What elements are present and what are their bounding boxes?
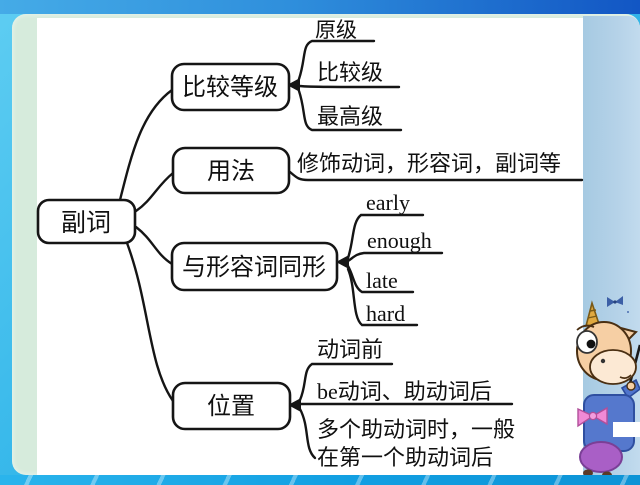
mascot-illustration [576,296,640,479]
node-comparison-box [170,62,291,112]
mascot-mouth [619,374,632,379]
mascot-pupil [586,339,596,349]
mascot-muzzle [589,349,637,385]
node-position-label: 位置 [207,393,255,420]
node-sameform-label: 与形容词同形 [182,254,326,281]
leaf-multi-aux-line2: 在第一个助动词后 [317,445,493,470]
connector-leaf-before-verb [298,362,394,402]
connector-root-sameform [134,225,174,266]
node-usage-label: 用法 [207,158,255,185]
leaf-after-be: be动词、助动词后 [317,379,492,404]
leaf-enough: enough [367,228,432,253]
mascot-bowtie [577,406,608,428]
connector-root-comparison [118,88,174,202]
connector-leaf-enough [346,251,444,263]
arrowhead-position-icon [288,398,301,412]
node-root-label: 副词 [61,210,111,237]
connector-root-position [125,241,175,403]
connector-leaf-usage [288,170,584,182]
connector-leaf-multi-aux [298,407,317,460]
connector-leaf-hard [346,267,419,327]
mascot-nostril [600,358,606,364]
connector-leaf-early [346,213,425,260]
connector-leaf-bijiaoji [297,84,401,89]
paper-band [613,422,640,437]
connector-leaf-zuigaoji [297,89,403,132]
mascot-hand [626,381,636,391]
leaf-hard: hard [366,301,405,326]
leaf-zuigaoji: 最高级 [317,104,383,129]
node-position-box [171,381,292,431]
connector-leaf-yuanji [297,39,376,81]
leaf-yuanji: 原级 [315,18,357,42]
mascot-foot-left [583,469,593,477]
arrowhead-comparison-icon [287,78,300,92]
connector-leaf-late [346,264,415,294]
mascot-eyebrow [576,324,595,331]
bottom-border-bar [0,475,640,485]
leaf-late: late [366,268,398,293]
node-usage-box [171,146,291,195]
leaf-usage-text: 修饰动词，形容词，副词等 [297,151,561,176]
leaf-early: early [366,190,410,215]
floating-bowtie-icon [607,296,629,313]
node-comparison-label: 比较等级 [182,74,278,101]
node-sameform-box [170,241,339,292]
arrowhead-sameform-icon [336,255,349,269]
connector-root-usage [134,171,175,213]
leaf-before-verb: 动词前 [317,337,383,362]
top-border-bar [0,0,640,14]
leaf-bijiaoji: 比较级 [317,60,383,85]
mascot-lower-body [579,441,623,473]
leaf-multi-aux-line1: 多个助动词时，一般 [317,417,515,442]
node-root-box [36,198,137,245]
